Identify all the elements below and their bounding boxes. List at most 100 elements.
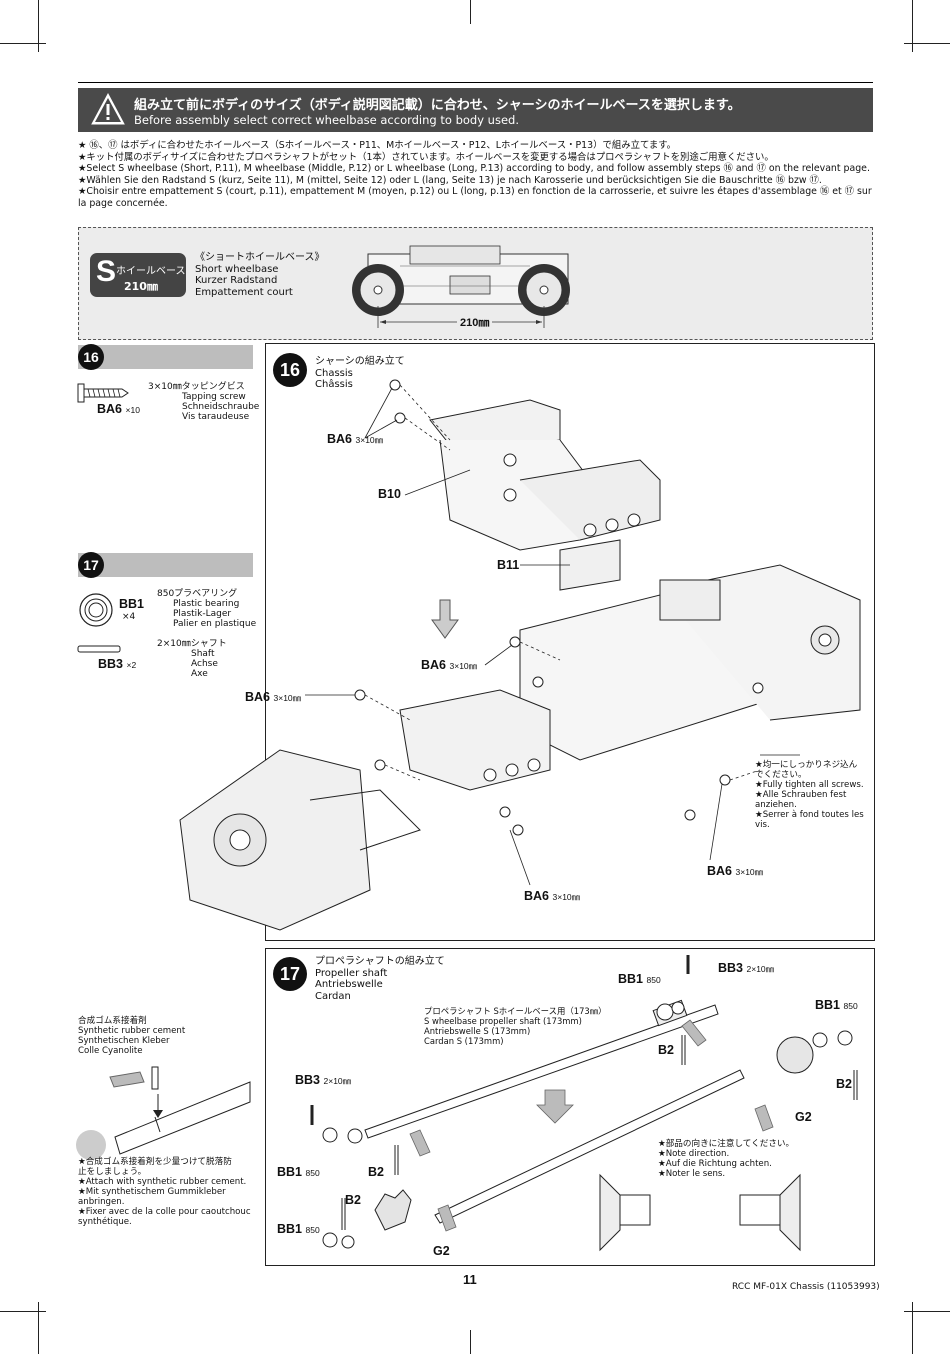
label-ba6: BA6 3×10㎜ (421, 658, 477, 672)
shaft-line: Antriebswelle S (173mm) (424, 1026, 531, 1036)
crop-mark (0, 1311, 46, 1312)
part-line: Achse (191, 659, 218, 669)
cement-tip-line: ★Attach with synthetic rubber cement. (78, 1177, 247, 1187)
crop-mark (904, 1311, 950, 1312)
label-size: 3×10㎜ (273, 693, 302, 703)
label-size: 850 (646, 975, 661, 985)
cement-tip-line: ★Fixer avec de la colle pour caoutchouc (78, 1207, 251, 1217)
crop-mark (38, 1302, 39, 1354)
crop-mark (912, 0, 913, 52)
label-size: 3×10㎜ (449, 661, 478, 671)
step16-title: シャーシの組み立て Chassis Châssis (315, 356, 405, 391)
cement-tip-line: ★合成ゴム系接着剤を少量つけて脱落防 (78, 1157, 232, 1167)
bb1-description: 850プラベアリング Plastic bearing Plastik-Lager… (157, 589, 256, 629)
label-text: BB3 (295, 1073, 321, 1087)
cement-line: Colle Cyanolite (78, 1046, 143, 1056)
label-b10: B10 (378, 487, 401, 501)
label-text: BB1 (815, 998, 841, 1012)
wheelbase-mm: 210㎜ (124, 280, 158, 293)
bb3-description: 2×10㎜シャフト Shaft Achse Axe (157, 639, 227, 679)
step16-number-badge: 16 (78, 344, 104, 370)
cement-tip: ★合成ゴム系接着剤を少量つけて脱落防 止をしましょう。 ★Attach with… (78, 1157, 251, 1227)
page-number: 11 (463, 1272, 477, 1287)
label-ba6: BA6 3×10㎜ (524, 889, 580, 903)
cement-line: Synthetischen Kleber (78, 1036, 170, 1046)
crop-mark (470, 0, 471, 24)
title-line: Châssis (315, 379, 353, 390)
cement-line: 合成ゴム系接着剤 (78, 1016, 147, 1026)
label-bb3: BB3 2×10㎜ (718, 961, 774, 975)
wheelbase-letter: S (96, 255, 117, 288)
wheelbase-description: 《ショートホイールベース》 Short wheelbase Kurzer Rad… (195, 252, 325, 298)
wheelbase-line: Empattement court (195, 286, 293, 298)
tip-line: ★Serrer à fond toutes les (755, 810, 864, 820)
label-text: BB1 (277, 1165, 303, 1179)
tip-line: anziehen. (755, 800, 797, 810)
cement-tip-line: ★Mit synthetischem Gummikleber (78, 1187, 226, 1197)
tip-line: vis. (755, 820, 770, 830)
label-bb1: BB1 850 (277, 1222, 320, 1236)
wheelbase-kana: ホイールベース (116, 266, 186, 277)
crop-mark (0, 43, 46, 44)
part-line: Palier en plastique (173, 619, 257, 629)
note-line: ★Choisir entre empattement S (court, p.1… (78, 186, 872, 198)
crop-mark (912, 1302, 913, 1354)
banner-title-en: Before assembly select correct wheelbase… (134, 113, 519, 127)
label-b11: B11 (497, 558, 520, 572)
step17-propeller-shaft-illustration (310, 955, 858, 1252)
label-b2: B2 (836, 1077, 852, 1091)
step16-header (78, 345, 253, 369)
model-footer: RCC MF-01X Chassis (11053993) (732, 1282, 880, 1292)
label-size: 2×10㎜ (746, 964, 775, 974)
label-text: BA6 (421, 658, 447, 672)
cement-tip-line: synthétique. (78, 1217, 132, 1227)
label-text: BA6 (524, 889, 550, 903)
label-ba6: BA6 3×10㎜ (245, 690, 301, 704)
wheelbase-line: Kurzer Radstand (195, 275, 278, 287)
direction-line: ★Noter le sens. (658, 1169, 726, 1179)
label-text: BA6 (327, 432, 353, 446)
bb1-qty: ×4 (122, 612, 136, 622)
ba6-description: 3×10㎜タッピングビス Tapping screw Schneidschrau… (148, 382, 259, 422)
title-line: Propeller shaft (315, 967, 388, 979)
tighten-tip: ★均一にしっかりネジ込ん でください。 ★Fully tighten all s… (755, 760, 864, 830)
wheelbase-line: 《ショートホイールベース》 (195, 252, 325, 263)
step17-number-badge: 17 (78, 552, 104, 578)
wheelbase-dimension: 210㎜ (457, 314, 493, 330)
title-line: プロペラシャフトの組み立て (315, 956, 445, 967)
cement-tip-line: 止をしましょう。 (78, 1167, 147, 1177)
tip-line: ★均一にしっかりネジ込ん (755, 760, 858, 770)
label-g2: G2 (433, 1244, 450, 1258)
ba6-code-text: BA6 (97, 402, 123, 416)
shaft-description: プロペラシャフト Sホイールベース用（173㎜） S wheelbase pro… (424, 1006, 607, 1046)
warning-banner: 組み立て前にボディのサイズ（ボディ説明図記載）に合わせ、シャーシのホイールベース… (78, 88, 873, 132)
label-b2: B2 (368, 1165, 384, 1179)
cement-line: Synthetic rubber cement (78, 1026, 186, 1036)
label-bb1: BB1 850 (815, 998, 858, 1012)
cement-application-illustration (109, 1066, 251, 1155)
part-line: 3×10㎜タッピングビス (148, 382, 245, 392)
shaft-line: プロペラシャフト Sホイールベース用（173㎜） (424, 1006, 607, 1016)
part-line: Schneidschraube (182, 402, 260, 412)
bb3-code: BB3 ×2 (98, 657, 136, 671)
label-b2: B2 (345, 1193, 361, 1207)
note-line: ★Wählen Sie den Radstand S (kurz, Seite … (78, 174, 822, 186)
ba6-qty: ×10 (125, 405, 140, 415)
title-line: Cardan (315, 990, 351, 1002)
label-size: 3×10㎜ (355, 435, 384, 445)
plastic-bearing-icon (79, 593, 113, 627)
top-rule (78, 82, 873, 83)
label-text: BA6 (245, 690, 271, 704)
title-line: シャーシの組み立て (315, 356, 405, 367)
label-g2: G2 (795, 1110, 812, 1124)
step16-big-badge: 16 (273, 353, 307, 387)
part-line: Shaft (191, 649, 215, 659)
part-line: 2×10㎜シャフト (157, 639, 227, 649)
bb3-qty: ×2 (126, 660, 137, 670)
wheelbase-badge: S ホイールベース 210㎜ (90, 253, 186, 297)
label-bb3: BB3 2×10㎜ (295, 1073, 351, 1087)
part-line: Vis taraudeuse (182, 412, 250, 422)
shaft-icon (77, 645, 121, 653)
step17-header (78, 553, 253, 577)
title-line: Chassis (315, 367, 353, 379)
